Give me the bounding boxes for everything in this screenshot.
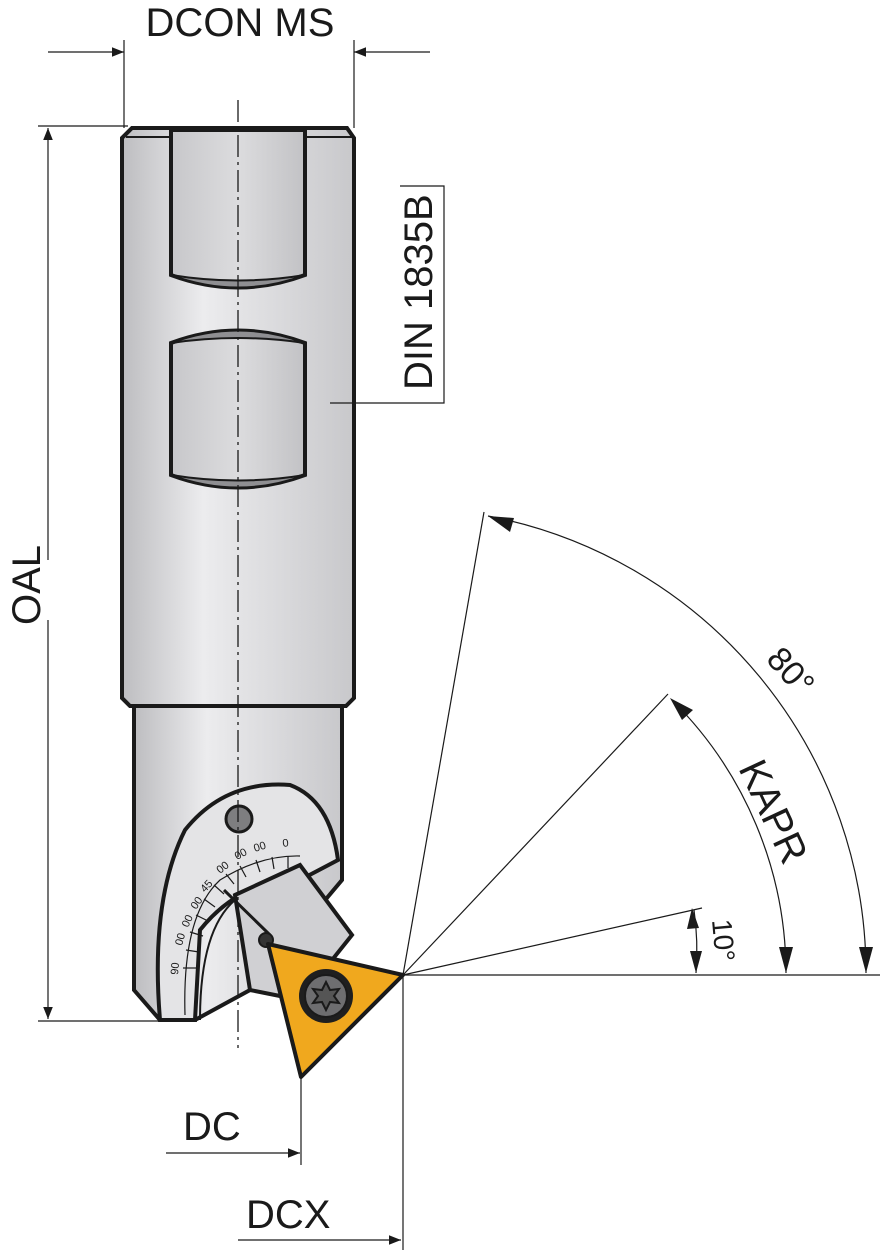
scale-mark: 00	[189, 895, 206, 912]
cutting-insert	[266, 942, 405, 1079]
dim-80deg: 80°	[487, 515, 873, 974]
kapr-label: KAPR	[730, 753, 816, 870]
dcon-ms-label: DCON MS	[146, 1, 335, 45]
oal-label: OAL	[5, 545, 49, 625]
scale-mark: 00	[233, 846, 249, 862]
angle-lines	[300, 511, 880, 1250]
dc-label: DC	[183, 1105, 241, 1149]
scale-mark: 00	[214, 859, 231, 876]
dim-10deg: 10°	[687, 908, 741, 974]
dcx-label: DCX	[246, 1193, 330, 1237]
scale-mark: 90	[169, 962, 182, 975]
angle-scale: 90 00 00 00 45 00 00 00 0	[155, 782, 341, 1022]
angle-10-label: 10°	[706, 918, 741, 963]
pivot-screw-icon	[224, 804, 254, 834]
torx-icon	[310, 979, 342, 1013]
dim-kapr: KAPR	[670, 698, 816, 974]
scale-mark: 00	[173, 932, 188, 947]
dim-dcx: DCX	[238, 1193, 401, 1245]
dim-dcon-ms: DCON MS	[48, 1, 430, 128]
scale-numbers: 90 00 00 00 45 00 00 00 0	[169, 837, 289, 975]
dim-din: DIN 1835B	[330, 185, 445, 404]
scale-mark: 0	[282, 837, 290, 850]
angle-80-label: 80°	[759, 640, 822, 704]
din-label: DIN 1835B	[397, 194, 441, 390]
dim-dc: DC	[166, 1105, 300, 1158]
scale-mark: 00	[180, 913, 196, 929]
scale-mark: 00	[252, 840, 267, 855]
dim-oal: OAL	[5, 125, 160, 1022]
